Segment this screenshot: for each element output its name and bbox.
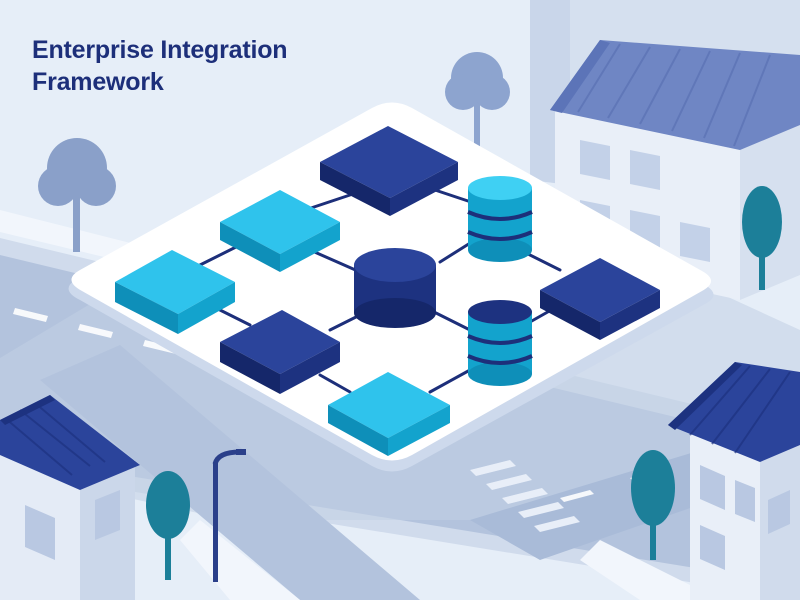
node-block-cyan-upper [220, 190, 340, 272]
tree-right [742, 186, 782, 290]
tree-left [38, 138, 116, 252]
page-title: Enterprise Integration Framework [32, 34, 392, 98]
node-block-cyan-left [115, 250, 235, 334]
edge-n8-n9 [428, 368, 472, 394]
node-block-cyan-bottom [328, 372, 450, 456]
crosswalk [470, 460, 580, 532]
building-bottom-right [668, 362, 800, 600]
title-line-1: Enterprise Integration [32, 36, 288, 64]
street-lamp [212, 449, 246, 582]
node-block-navy-right [540, 258, 660, 340]
node-database-cyan-upper [467, 176, 533, 262]
building-bottom-left [0, 395, 140, 600]
title-line-2: Framework [32, 68, 164, 96]
node-block-navy-top [320, 126, 458, 216]
edge-n2-n3 [198, 243, 242, 267]
edge-n5-n8 [428, 308, 472, 332]
node-database-cyan-lower [467, 300, 533, 386]
edge-n7-n9 [318, 373, 352, 394]
node-cylinder-navy-center [354, 248, 436, 328]
edge-n2-n5 [308, 248, 362, 274]
tree-bottom-left [146, 471, 190, 580]
tree-bottom-right [631, 450, 675, 560]
tree-top-center [445, 52, 510, 155]
node-block-navy-lower [220, 310, 340, 394]
